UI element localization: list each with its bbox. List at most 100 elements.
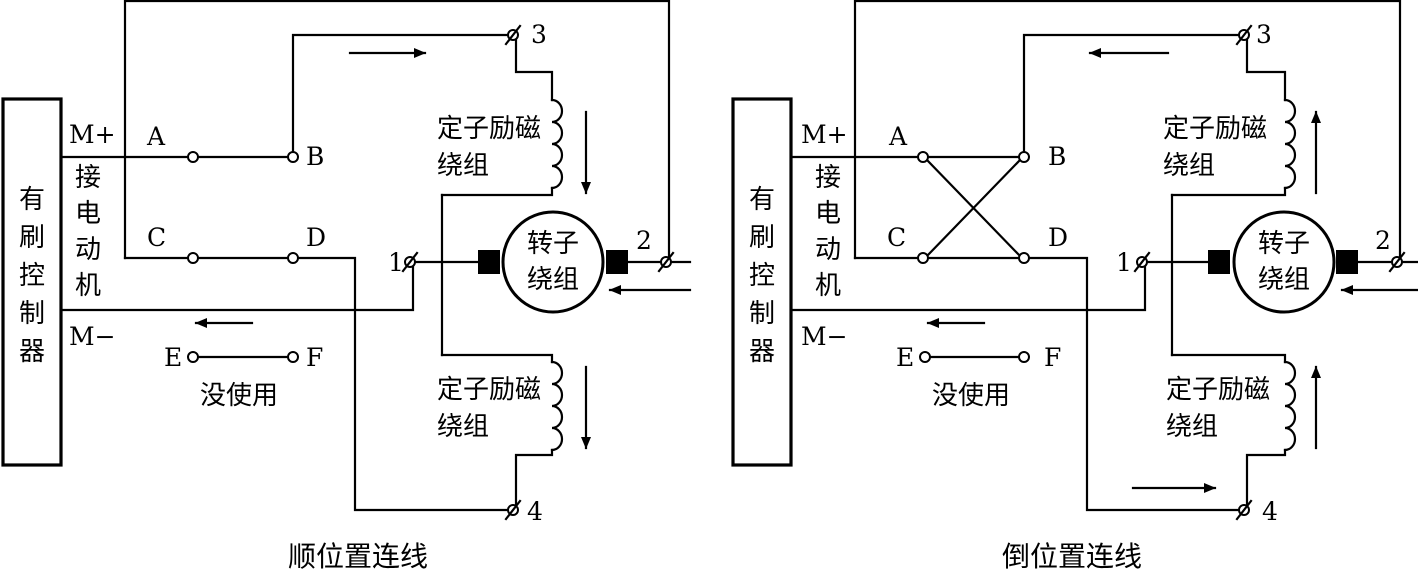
brush-left xyxy=(1208,250,1230,274)
rotor-label-line2: 绕组 xyxy=(527,265,579,295)
motor-connect-label-char: 接 xyxy=(815,163,841,193)
terminal-d xyxy=(287,252,299,264)
port-m-plus-label: M+ xyxy=(69,120,116,149)
controller-label-char: 器 xyxy=(749,337,775,367)
terminal-e-label: E xyxy=(164,343,182,372)
motor-terminal-2 xyxy=(657,251,675,273)
motor-connect-label-char: 机 xyxy=(815,271,841,301)
stator-label-lower-line1: 定子励磁 xyxy=(437,375,541,405)
terminal-a-label: A xyxy=(888,122,908,151)
terminal-f-label: F xyxy=(306,343,323,372)
terminal-a xyxy=(917,151,929,163)
motor-terminal-2 xyxy=(1388,251,1406,273)
stator-winding-lower xyxy=(1170,353,1297,512)
controller-label-char: 控 xyxy=(19,261,45,291)
motor-connect-label-char: 电 xyxy=(815,199,841,229)
terminal-a-label: A xyxy=(146,122,166,151)
controller-box xyxy=(731,97,793,467)
terminal-c xyxy=(187,252,199,264)
terminal-d-label: D xyxy=(306,223,326,252)
terminal-f-label: F xyxy=(1044,343,1061,372)
port-m-minus-label: M− xyxy=(801,322,848,351)
terminal-b-label: B xyxy=(306,142,324,171)
rotor-circle xyxy=(1232,210,1336,314)
unused-label: 没使用 xyxy=(932,381,1010,411)
motor-terminal-1-label: 1 xyxy=(388,248,404,277)
motor-connect-label-char: 动 xyxy=(75,235,101,265)
terminal-b xyxy=(287,151,299,163)
terminal-e xyxy=(919,351,931,363)
terminal-d-label: D xyxy=(1048,223,1068,252)
panel-forward-wiring: 有 刷 控 制 器 M+ M− 接 电 动 机 xyxy=(1,0,692,573)
caption-forward: 顺位置连线 xyxy=(288,540,428,573)
motor-terminal-4 xyxy=(1235,499,1253,521)
port-m-plus-label: M+ xyxy=(801,120,848,149)
motor-terminal-4 xyxy=(504,499,522,521)
terminal-b xyxy=(1018,151,1030,163)
terminal-e-label: E xyxy=(896,343,914,372)
wire-b-to-t3 xyxy=(291,33,512,154)
stator-winding-lower xyxy=(440,353,564,512)
wire-m-minus-to-t1 xyxy=(789,260,1147,312)
controller-label-char: 有 xyxy=(749,185,775,215)
stator-label-lower-line2: 绕组 xyxy=(437,412,489,442)
motor-connect-label-char: 机 xyxy=(75,271,101,301)
motor-connect-label-char: 电 xyxy=(75,199,101,229)
motor-terminal-2-label: 2 xyxy=(1375,226,1391,255)
terminal-f xyxy=(287,351,299,363)
wire-d-to-t4 xyxy=(296,256,512,512)
wire-top-loop-to-t2 xyxy=(123,0,671,260)
terminal-e xyxy=(187,351,199,363)
stator-label-upper-line2: 绕组 xyxy=(437,151,489,181)
rotor-label-line2: 绕组 xyxy=(1258,265,1310,295)
motor-terminal-2-label: 2 xyxy=(636,226,652,255)
brush-right xyxy=(1336,250,1358,274)
controller-label-char: 刷 xyxy=(749,223,775,253)
terminal-c-label: C xyxy=(147,223,166,252)
stator-winding-upper xyxy=(1170,33,1297,197)
motor-terminal-1-label: 1 xyxy=(1116,248,1132,277)
brush-right xyxy=(606,250,628,274)
motor-connect-label-char: 动 xyxy=(815,235,841,265)
rotor-label-line1: 转子 xyxy=(1258,229,1310,259)
controller-label-char: 制 xyxy=(19,299,45,329)
motor-terminal-1 xyxy=(1133,251,1151,273)
motor-terminal-4-label: 4 xyxy=(527,497,543,526)
wire-top-loop-to-t2 xyxy=(853,0,1402,260)
controller-label-char: 器 xyxy=(19,337,45,367)
stator-label-upper-line1: 定子励磁 xyxy=(437,114,541,144)
terminal-c-label: C xyxy=(887,223,906,252)
controller-label-char: 制 xyxy=(749,299,775,329)
rotor-label-line1: 转子 xyxy=(527,229,579,259)
stator-label-upper-line2: 绕组 xyxy=(1163,151,1215,181)
terminal-d xyxy=(1018,252,1030,264)
motor-terminal-4-label: 4 xyxy=(1262,497,1278,526)
stator-label-lower-line1: 定子励磁 xyxy=(1166,375,1270,405)
unused-label: 没使用 xyxy=(200,381,278,411)
controller-label-char: 控 xyxy=(749,261,775,291)
terminal-a xyxy=(187,151,199,163)
panel-reverse-wiring: 有 刷 控 制 器 M+ M− 接 电 动 机 xyxy=(731,0,1418,573)
motor-terminal-3 xyxy=(1235,24,1253,46)
port-m-minus-label: M− xyxy=(69,322,116,351)
stator-label-lower-line2: 绕组 xyxy=(1166,412,1218,442)
stator-winding-upper xyxy=(440,33,564,197)
motor-terminal-3-label: 3 xyxy=(531,20,547,49)
motor-terminal-3-label: 3 xyxy=(1256,20,1272,49)
terminal-b-label: B xyxy=(1048,142,1066,171)
stator-label-upper-line1: 定子励磁 xyxy=(1163,114,1267,144)
wire-cross-c-b xyxy=(925,158,1022,258)
wire-d-to-t4 xyxy=(1027,256,1242,512)
controller-box xyxy=(1,97,63,467)
terminal-c xyxy=(917,252,929,264)
controller-label-char: 刷 xyxy=(19,223,45,253)
terminal-f xyxy=(1018,351,1030,363)
brush-left xyxy=(478,250,500,274)
motor-terminal-1 xyxy=(401,251,419,273)
controller-label-char: 有 xyxy=(19,185,45,215)
motor-terminal-3 xyxy=(504,24,522,46)
rotor-circle xyxy=(501,210,605,314)
wire-b-to-t3 xyxy=(1022,33,1242,154)
